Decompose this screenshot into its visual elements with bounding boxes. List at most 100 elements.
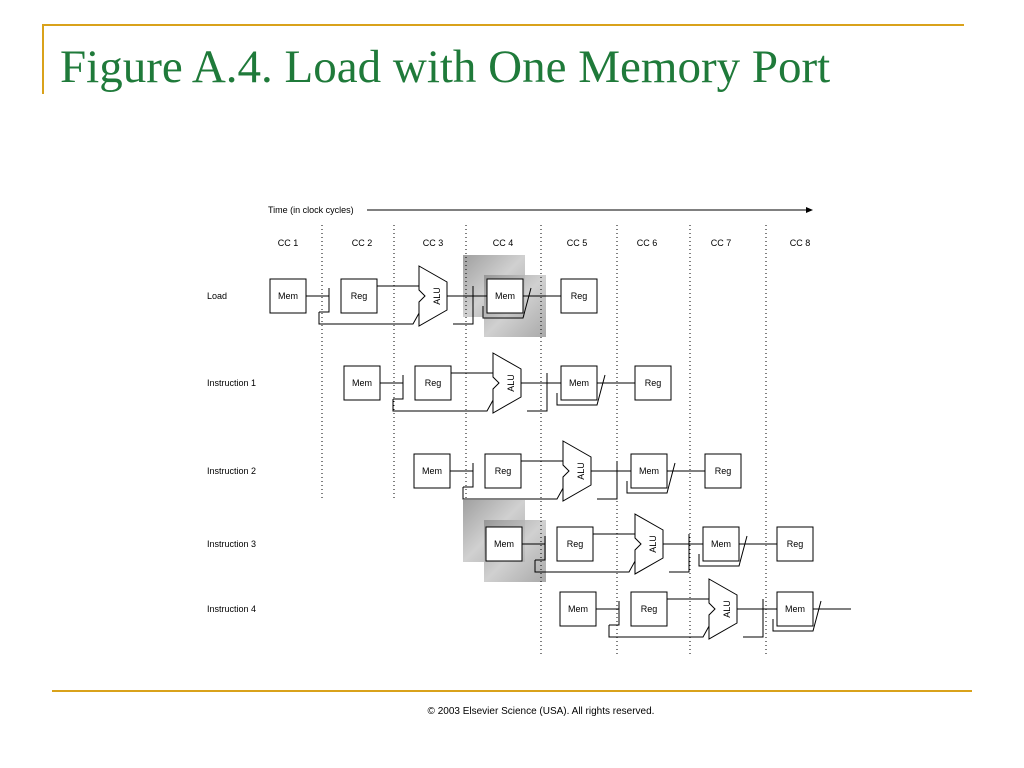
instruction-label-instruction-3: Instruction 3 — [207, 539, 256, 549]
time-axis-arrowhead — [806, 207, 813, 213]
wire-load-decode — [318, 285, 424, 325]
mem-instruction-4-data — [776, 591, 814, 627]
time-axis-label: Time (in clock cycles) — [268, 205, 354, 215]
reg-instruction-2-decode-write-half — [484, 453, 503, 489]
alu-instruction-2-label: ALU — [576, 462, 586, 480]
instruction-label-instruction-2: Instruction 2 — [207, 466, 256, 476]
reg-instruction-3-decode-write-half — [556, 526, 575, 562]
wire-instruction-3-memory — [698, 535, 777, 567]
title-accent-bar — [42, 24, 44, 94]
wire-instruction-1-fetch — [380, 375, 404, 400]
reg-load-decode-read-half — [359, 278, 378, 314]
instruction-label-instruction-4: Instruction 4 — [207, 604, 256, 614]
copyright-notice: © 2003 Elsevier Science (USA). All right… — [427, 706, 655, 717]
reg-instruction-3-decode-fill — [556, 526, 594, 562]
mem-instruction-2-fetch-label: Mem — [422, 466, 442, 476]
mem-instruction-3-fetch — [485, 526, 523, 562]
reg-load-writeback-label: Reg — [571, 291, 588, 301]
reg-instruction-3-writeback-read-half — [795, 526, 814, 562]
mem-instruction-1-fetch — [343, 365, 381, 401]
clock-cycle-label: CC 7 — [711, 238, 732, 248]
slide-title: Figure A.4. Load with One Memory Port — [60, 41, 831, 93]
reg-instruction-1-writeback-read-half — [653, 365, 672, 401]
reg-instruction-4-decode-label: Reg — [641, 604, 658, 614]
mem-instruction-3-data — [702, 526, 740, 562]
wire-instruction-2-execute — [591, 461, 631, 500]
reg-instruction-2-decode-fill — [484, 453, 522, 489]
alu-load — [418, 265, 448, 327]
wire-load-fetch — [306, 288, 330, 313]
wire-instruction-3-decode — [534, 533, 640, 573]
alu-instruction-1-label: ALU — [506, 374, 516, 392]
wire-instruction-1-decode — [392, 372, 498, 412]
footer-rule — [52, 690, 972, 692]
alu-instruction-3-label: ALU — [648, 535, 658, 553]
reg-instruction-2-writeback-label: Reg — [715, 466, 732, 476]
wire-instruction-2-memory — [626, 462, 705, 494]
reg-load-decode-label: Reg — [351, 291, 368, 301]
mem-instruction-1-fetch-label: Mem — [352, 378, 372, 388]
reg-instruction-2-writeback-fill — [704, 453, 742, 489]
mem-instruction-4-fetch — [559, 591, 597, 627]
clock-cycle-label: CC 4 — [493, 238, 514, 248]
reg-load-writeback-read-half — [579, 278, 598, 314]
alu-instruction-3 — [634, 513, 664, 575]
clock-cycle-label: CC 1 — [278, 238, 299, 248]
alu-instruction-2 — [562, 440, 592, 502]
reg-instruction-1-writeback-write-half — [634, 365, 653, 401]
wire-load-memory — [482, 287, 561, 319]
mem-load-data — [486, 278, 524, 314]
wire-instruction-3-fetch — [522, 536, 546, 561]
alu-instruction-4 — [708, 578, 738, 640]
alu-instruction-1 — [492, 352, 522, 414]
wire-instruction-2-fetch — [450, 463, 474, 488]
wire-instruction-3-execute — [663, 534, 703, 573]
reg-instruction-3-decode-read-half — [575, 526, 594, 562]
instruction-label-instruction-1: Instruction 1 — [207, 378, 256, 388]
wire-instruction-1-memory — [556, 374, 635, 406]
mem-instruction-4-data-label: Mem — [785, 604, 805, 614]
wire-instruction-1-execute — [521, 373, 561, 412]
wire-instruction-4-fetch — [596, 601, 620, 626]
reg-load-decode-write-half — [340, 278, 359, 314]
mem-instruction-1-data-label: Mem — [569, 378, 589, 388]
title-accent-rule — [42, 24, 964, 26]
reg-instruction-4-decode-write-half — [630, 591, 649, 627]
reg-instruction-2-decode-label: Reg — [495, 466, 512, 476]
mem-instruction-2-data — [630, 453, 668, 489]
reg-instruction-4-decode-read-half — [649, 591, 668, 627]
reg-instruction-2-writeback-read-half — [723, 453, 742, 489]
reg-instruction-1-decode-read-half — [433, 365, 452, 401]
diagram-labels: Time (in clock cycles) CC 1 CC 2 CC 3 CC 4 CC… — [207, 205, 813, 614]
reg-load-writeback-write-half — [560, 278, 579, 314]
clock-cycle-label: CC 3 — [423, 238, 444, 248]
mem-load-data-label: Mem — [495, 291, 515, 301]
instruction-label-load: Load — [207, 291, 227, 301]
clock-cycle-label: CC 8 — [790, 238, 811, 248]
reg-instruction-1-decode-write-half — [414, 365, 433, 401]
reg-instruction-3-decode-label: Reg — [567, 539, 584, 549]
wire-instruction-4-memory — [772, 600, 851, 632]
wire-instruction-2-decode — [462, 460, 568, 500]
wire-instruction-4-execute — [737, 599, 777, 638]
mem-load-fetch — [269, 278, 307, 314]
clock-cycle-label: CC 5 — [567, 238, 588, 248]
wire-load-execute — [447, 286, 487, 325]
clock-cycle-label: CC 6 — [637, 238, 658, 248]
reg-instruction-2-decode-read-half — [503, 453, 522, 489]
reg-instruction-1-writeback-label: Reg — [645, 378, 662, 388]
reg-instruction-2-writeback-write-half — [704, 453, 723, 489]
reg-instruction-3-writeback-label: Reg — [787, 539, 804, 549]
alu-instruction-4-label: ALU — [722, 600, 732, 618]
reg-instruction-1-decode-label: Reg — [425, 378, 442, 388]
mem-instruction-1-data — [560, 365, 598, 401]
mem-instruction-3-fetch-label: Mem — [494, 539, 514, 549]
mem-instruction-2-data-label: Mem — [639, 466, 659, 476]
alu-load-label: ALU — [432, 287, 442, 305]
mem-instruction-4-fetch-label: Mem — [568, 604, 588, 614]
mem-instruction-2-fetch — [413, 453, 451, 489]
clock-cycle-label: CC 2 — [352, 238, 373, 248]
mem-instruction-3-data-label: Mem — [711, 539, 731, 549]
